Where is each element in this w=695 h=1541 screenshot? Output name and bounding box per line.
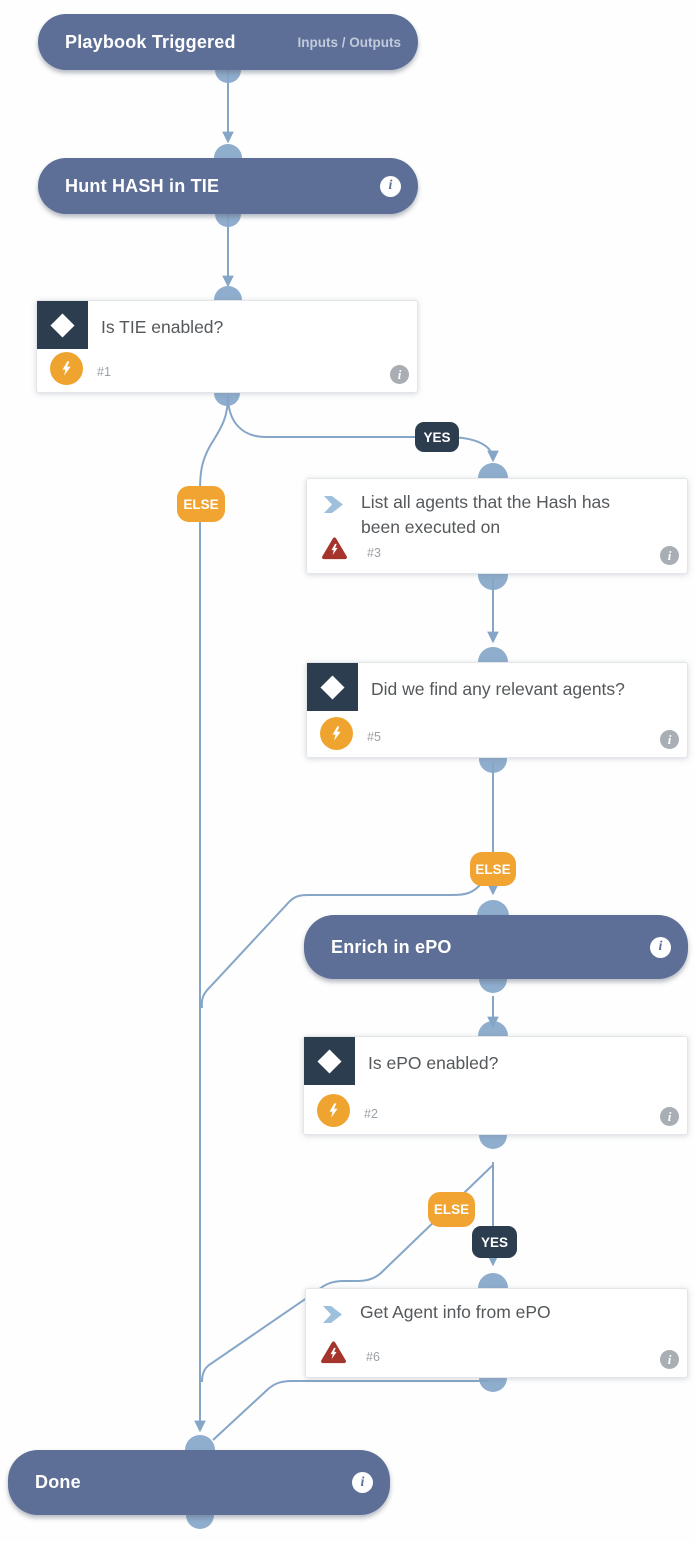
task-number: #2 [364, 1107, 378, 1121]
inputs-outputs-link[interactable]: Inputs / Outputs [297, 34, 402, 50]
node-enrich-in-epo[interactable]: Enrich in ePO i [304, 915, 688, 979]
edge-label-yes-isepo[interactable]: YES [472, 1226, 517, 1258]
node-title: Get Agent info from ePO [360, 1302, 551, 1322]
edge-label-else-didwefind[interactable]: ELSE [470, 852, 516, 886]
condition-diamond-icon [304, 1037, 355, 1085]
info-icon[interactable]: i [660, 1350, 679, 1369]
node-hunt-hash-in-tie[interactable]: Hunt HASH in TIE i [38, 158, 418, 214]
node-is-epo-enabled[interactable]: Is ePO enabled? #2 i [303, 1036, 688, 1135]
node-title: Did we find any relevant agents? [371, 679, 625, 699]
node-title: Is TIE enabled? [101, 317, 224, 337]
task-number: #6 [366, 1350, 380, 1364]
node-title: Done [35, 1472, 81, 1492]
edge-isepo-else-to-done [201, 1164, 494, 1383]
info-icon[interactable]: i [352, 1472, 373, 1493]
automation-bolt-icon [50, 352, 83, 385]
condition-diamond-icon [307, 663, 358, 711]
node-title: Is ePO enabled? [368, 1053, 499, 1073]
info-icon[interactable]: i [660, 1107, 679, 1126]
info-icon[interactable]: i [390, 365, 409, 384]
task-number: #3 [367, 546, 381, 560]
node-list-all-agents[interactable]: List all agents that the Hash has been e… [306, 478, 688, 574]
node-title: Hunt HASH in TIE [65, 175, 220, 196]
task-chevron-icon [324, 496, 343, 518]
edge-istie-else-to-done [194, 395, 229, 1433]
automation-bolt-icon [317, 1094, 350, 1127]
condition-diamond-icon [37, 301, 88, 349]
edge-label-else-isepo[interactable]: ELSE [428, 1192, 475, 1227]
node-playbook-triggered[interactable]: Playbook Triggered Inputs / Outputs [38, 14, 418, 70]
node-done[interactable]: Done i [8, 1450, 390, 1515]
error-triangle-icon [320, 1341, 347, 1369]
node-get-agent-info[interactable]: Get Agent info from ePO #6 i [305, 1288, 688, 1378]
edge-istie-yes [227, 395, 499, 463]
task-number: #5 [367, 730, 381, 744]
info-icon[interactable]: i [660, 546, 679, 565]
node-did-we-find-agents[interactable]: Did we find any relevant agents? #5 i [306, 662, 688, 758]
node-title: Playbook Triggered [65, 31, 236, 52]
edge-branch-to-enrich [200, 880, 485, 1009]
info-icon[interactable]: i [650, 936, 671, 958]
automation-bolt-icon [320, 717, 353, 750]
task-chevron-icon [323, 1306, 342, 1328]
error-triangle-icon [321, 537, 348, 565]
task-number: #1 [97, 365, 111, 379]
info-icon[interactable]: i [660, 730, 679, 749]
edge-label-yes-istie[interactable]: YES [415, 422, 459, 452]
node-title: List all agents that the Hash has been e… [361, 492, 611, 537]
info-icon[interactable]: i [380, 175, 401, 197]
node-is-tie-enabled[interactable]: Is TIE enabled? #1 i [36, 300, 418, 393]
node-title: Enrich in ePO [331, 936, 452, 957]
edge-label-else-istie[interactable]: ELSE [177, 486, 225, 522]
edge-getagent-to-done [212, 1380, 489, 1441]
